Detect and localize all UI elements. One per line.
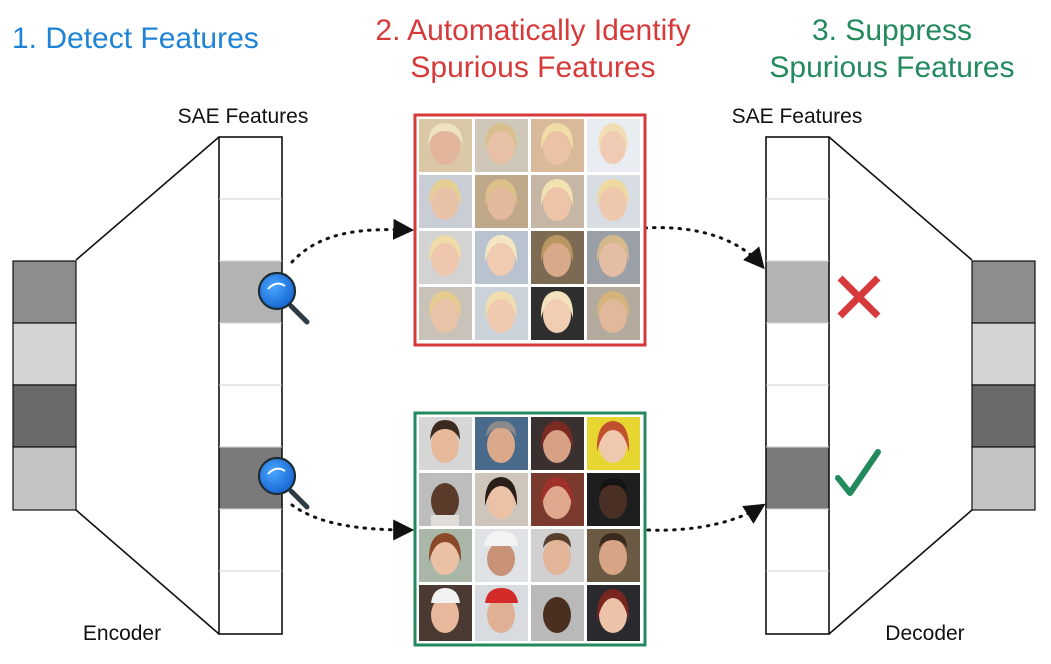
sae-features-label-left: SAE Features — [178, 105, 309, 128]
input-embedding — [12, 260, 77, 511]
arrow-to-core-grid — [290, 503, 415, 541]
arrow-from-core-grid — [646, 503, 766, 532]
step2-title-line2: Spurious Features — [410, 51, 655, 84]
step2-title-line1: 2. Automatically Identify — [375, 14, 690, 47]
encoder-label: Encoder — [83, 622, 161, 645]
face-thumbnail-grid — [419, 417, 640, 641]
step1-title: 1. Detect Features — [12, 22, 259, 55]
encoder-trapezoid — [75, 136, 220, 635]
cross-mark-icon — [837, 275, 881, 319]
sae-feature-column-right — [765, 136, 830, 635]
arrow-to-spurious-grid — [290, 218, 415, 264]
magnifier-icon — [257, 271, 310, 325]
output-embedding — [971, 260, 1036, 511]
arrow-from-spurious-grid — [643, 226, 765, 270]
dotted-arrows — [290, 218, 766, 541]
core-feature-image-grid — [413, 411, 647, 647]
sae-feature-column-left — [218, 136, 283, 635]
spurious-feature-image-grid — [413, 113, 647, 347]
magnifier-icon — [257, 456, 310, 510]
decoder-label: Decoder — [885, 622, 964, 645]
sae-features-label-right: SAE Features — [732, 105, 863, 128]
face-thumbnail-grid — [419, 119, 640, 340]
decoder-trapezoid — [828, 136, 973, 635]
step3-title-line2: Spurious Features — [769, 51, 1014, 84]
check-mark-icon — [835, 449, 881, 496]
step3-title-line1: 3. Suppress — [812, 14, 972, 47]
